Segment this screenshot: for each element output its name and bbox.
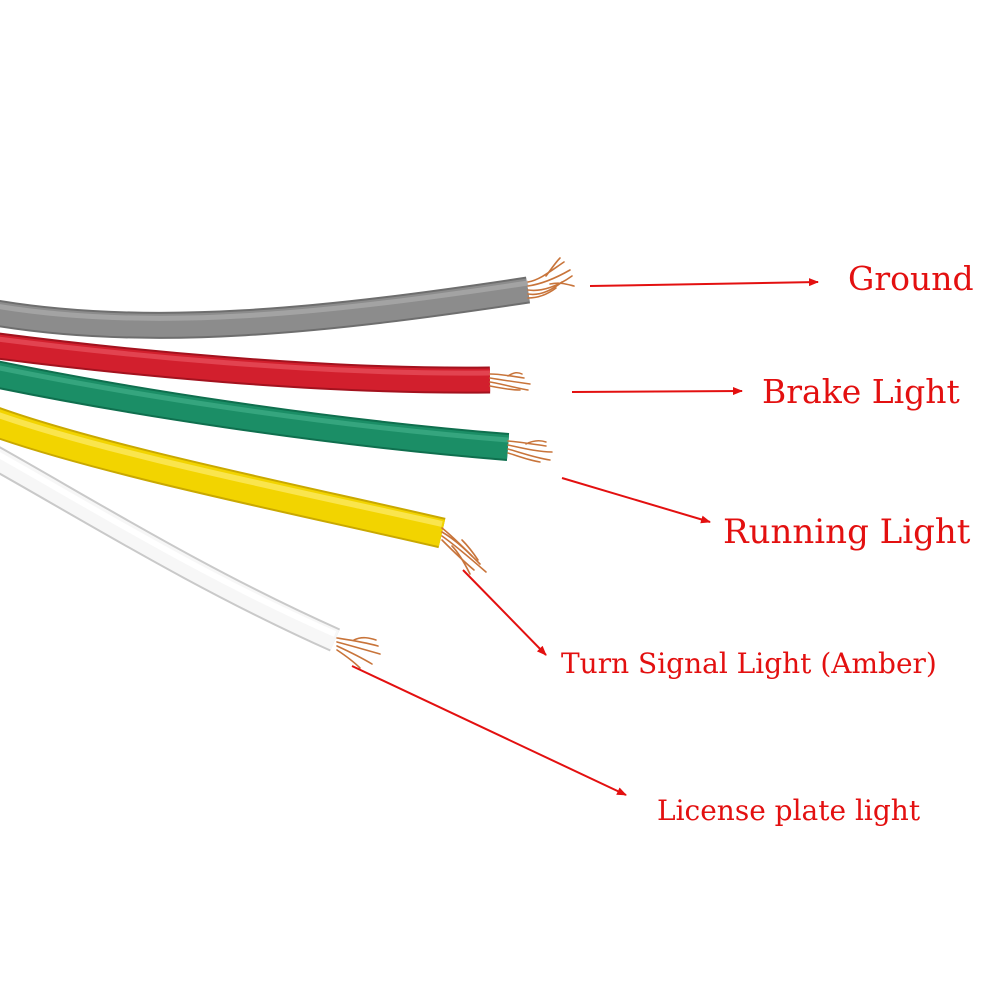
arrow-running bbox=[561, 477, 711, 524]
arrow-license bbox=[351, 665, 627, 796]
copper-strands-green bbox=[507, 439, 553, 463]
copper-strands-gray bbox=[527, 257, 575, 299]
label-license-plate-light: License plate light bbox=[657, 794, 921, 827]
wire-gray bbox=[0, 276, 531, 339]
annotation-arrows bbox=[351, 278, 819, 796]
wire-red bbox=[0, 332, 491, 394]
copper-strands-red bbox=[489, 371, 531, 391]
label-turn-signal-light: Turn Signal Light (Amber) bbox=[561, 647, 937, 680]
copper-strands-yellow bbox=[441, 527, 487, 575]
label-ground: Ground bbox=[848, 259, 974, 298]
wire-green bbox=[0, 360, 510, 461]
arrow-turn bbox=[462, 569, 547, 656]
arrow-ground bbox=[589, 278, 819, 287]
copper-strands-white bbox=[336, 636, 381, 669]
label-running-light: Running Light bbox=[723, 512, 971, 552]
wire-white bbox=[0, 446, 341, 652]
arrow-brake bbox=[571, 387, 743, 396]
wire-yellow bbox=[0, 407, 446, 549]
label-brake-light: Brake Light bbox=[762, 372, 960, 411]
